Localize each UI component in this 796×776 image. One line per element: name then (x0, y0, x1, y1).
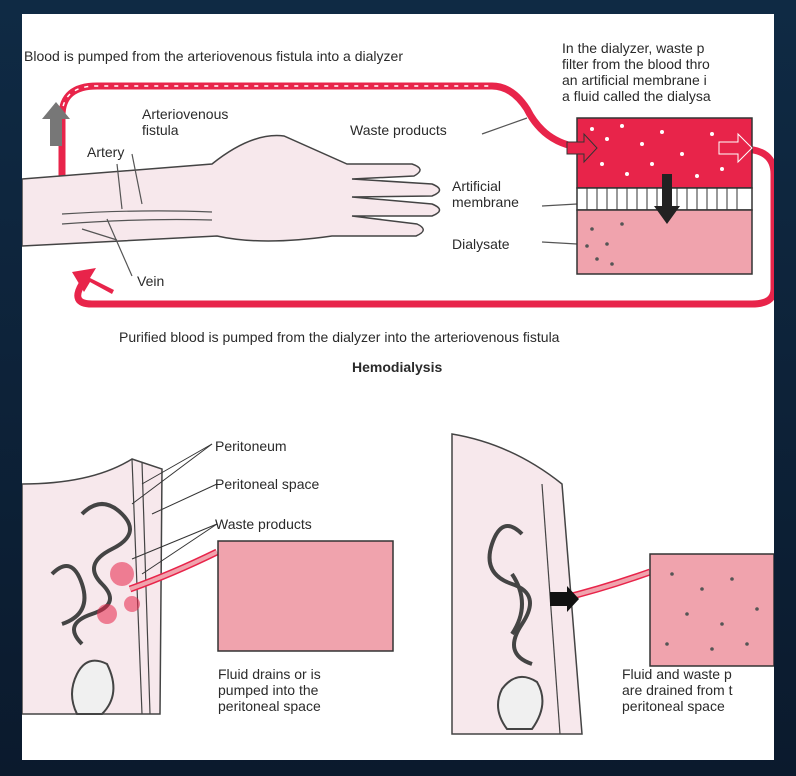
label-artificial-line-2: membrane (452, 194, 519, 210)
right-caption-line-2: are drained from t (622, 682, 733, 698)
label-vein: Vein (137, 273, 164, 289)
bottom-caption: Purified blood is pumped from the dialyz… (119, 329, 559, 345)
left-caption: Fluid drains or is pumped into the perit… (218, 666, 321, 714)
label-waste-products-top: Waste products (350, 122, 447, 138)
diagram-panel: Blood is pumped from the arteriovenous f… (22, 14, 774, 760)
left-caption-line-1: Fluid drains or is (218, 666, 321, 682)
peritoneal-body-right (452, 434, 650, 734)
label-arteriovenous-line-1: Arteriovenous (142, 106, 228, 122)
label-artery: Artery (87, 144, 124, 160)
dialyzer-text-line-1: In the dialyzer, waste p (562, 40, 711, 56)
right-caption-line-3: peritoneal space (622, 698, 733, 714)
dialyzer-text-line-4: a fluid called the dialysa (562, 88, 711, 104)
left-caption-line-2: pumped into the (218, 682, 321, 698)
right-caption: Fluid and waste p are drained from t per… (622, 666, 733, 714)
left-caption-line-3: peritoneal space (218, 698, 321, 714)
label-waste-products-peritoneal: Waste products (215, 516, 312, 532)
label-dialysate: Dialysate (452, 236, 510, 252)
top-caption: Blood is pumped from the arteriovenous f… (24, 48, 403, 64)
label-peritoneal-space: Peritoneal space (215, 476, 319, 492)
label-arteriovenous-fistula: Arteriovenous fistula (142, 106, 228, 138)
dialysate-bag-left (218, 541, 393, 651)
dialyzer-text-line-2: filter from the blood thro (562, 56, 711, 72)
label-arteriovenous-line-2: fistula (142, 122, 228, 138)
dialyzer-description: In the dialyzer, waste p filter from the… (562, 40, 711, 104)
label-peritoneum: Peritoneum (215, 438, 287, 454)
dialyzer-text-line-3: an artificial membrane i (562, 72, 711, 88)
diagram-title-hemodialysis: Hemodialysis (352, 359, 442, 375)
dialyzer-box (567, 118, 752, 274)
right-caption-line-1: Fluid and waste p (622, 666, 733, 682)
label-artificial-membrane: Artificial membrane (452, 178, 519, 210)
label-artificial-line-1: Artificial (452, 178, 519, 194)
